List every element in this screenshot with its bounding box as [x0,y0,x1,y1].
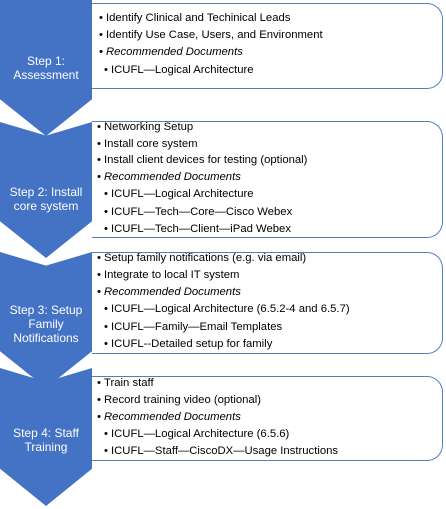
step-2-chevron: Step 2: Install core system [0,122,92,258]
step-1-item-1: Identify Clinical and Techinical Leads [99,11,290,25]
step-3-chevron: Step 3: Setup Family Notifications [0,252,92,388]
step-4-item-2: Record training video (optional) [97,393,261,407]
step-4-document-2: ICUFL—Staff—CiscoDX—Usage Instructions [104,444,338,458]
step-1-label-line-2: Assessment [13,68,79,82]
step-4-item-1: Train staff [97,376,154,390]
step-2-item-2: Install core system [97,137,198,151]
step-1-details-box: Identify Clinical and Techinical Leads I… [92,3,443,89]
step-3-label-line-1: Step 3: Setup [9,303,83,317]
step-1-chevron: Step 1: Assessment [0,0,92,136]
step-1-recommended-heading: Recommended Documents [99,45,243,59]
step-3-item-2: Integrate to local IT system [97,268,239,282]
step-1-label-line-1: Step 1: [26,54,66,68]
step-2-details-box: Networking Setup Install core system Ins… [92,120,443,238]
step-2-document-1: ICUFL—Logical Architecture [104,187,254,201]
step-1-document-1: ICUFL—Logical Architecture [104,63,254,77]
step-2-item-3: Install client devices for testing (opti… [97,153,307,167]
step-2-item-1: Networking Setup [97,120,193,134]
step-2-document-2: ICUFL—Tech—Core—Cisco Webex [104,205,292,219]
step-4-chevron: Step 4: Staff Training [0,368,92,506]
step-4-label-line-2: Training [24,440,68,454]
step-3-details-box: Setup family notifications (e.g. via ema… [92,251,443,354]
step-2-recommended-heading: Recommended Documents [97,170,241,184]
step-1-item-2: Identify Use Case, Users, and Environmen… [99,28,323,42]
step-4-document-1: ICUFL—Logical Architecture (6.5.6) [104,427,289,441]
step-3-label-line-3: Notifications [13,331,79,345]
step-4-recommended-heading: Recommended Documents [97,410,241,424]
step-2-label-line-1: Step 2: Install [9,185,83,199]
step-2-label-line-2: core system [13,199,79,213]
step-2-document-3: ICUFL—Tech—Client—iPad Webex [104,222,291,236]
step-4-details-box: Train staff Record training video (optio… [92,376,443,461]
step-3-item-1: Setup family notifications (e.g. via ema… [97,251,306,265]
step-3-document-1: ICUFL—Logical Architecture (6.5.2-4 and … [104,302,350,316]
step-4-label-line-1: Step 4: Staff [13,426,79,440]
step-3-recommended-heading: Recommended Documents [97,285,241,299]
step-3-document-3: ICUFL--Detailed setup for family [104,337,272,351]
step-3-document-2: ICUFL—Family—Email Templates [104,320,282,334]
step-3-label-line-2: Family [28,317,64,331]
